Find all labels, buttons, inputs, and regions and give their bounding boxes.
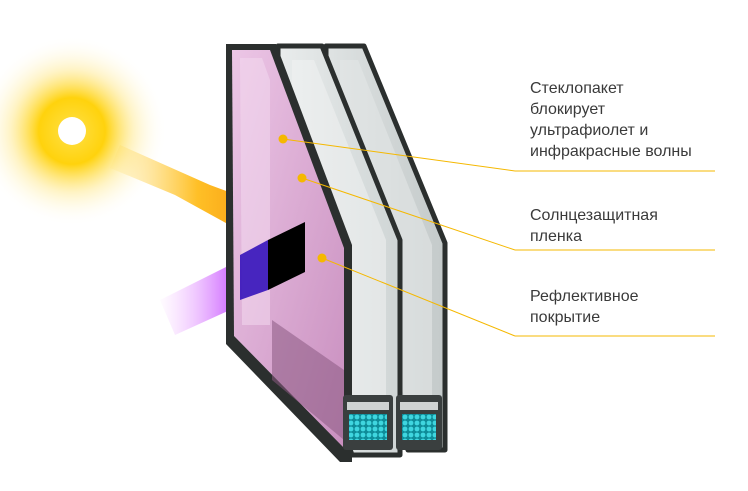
callout-label-uv-ir-blocking: Стеклопакет блокирует ультрафиолет и инф… [530,80,692,160]
callout-dot-2 [297,173,307,183]
absorbed-light-patch [268,222,305,290]
callout-label-reflective-coating: Рефлективное покрытие [530,288,639,326]
leader-line-2 [301,177,516,251]
spacer-frame-2 [396,395,442,450]
callout-dot-1 [278,134,288,144]
callout-label-solar-film: Солнцезащитная пленка [530,207,658,245]
spacer-frame-1 [343,395,393,450]
leader-line-1 [282,138,516,172]
leader-line-3 [321,257,516,337]
sun-icon [0,36,167,226]
callout-dot-3 [317,253,327,263]
